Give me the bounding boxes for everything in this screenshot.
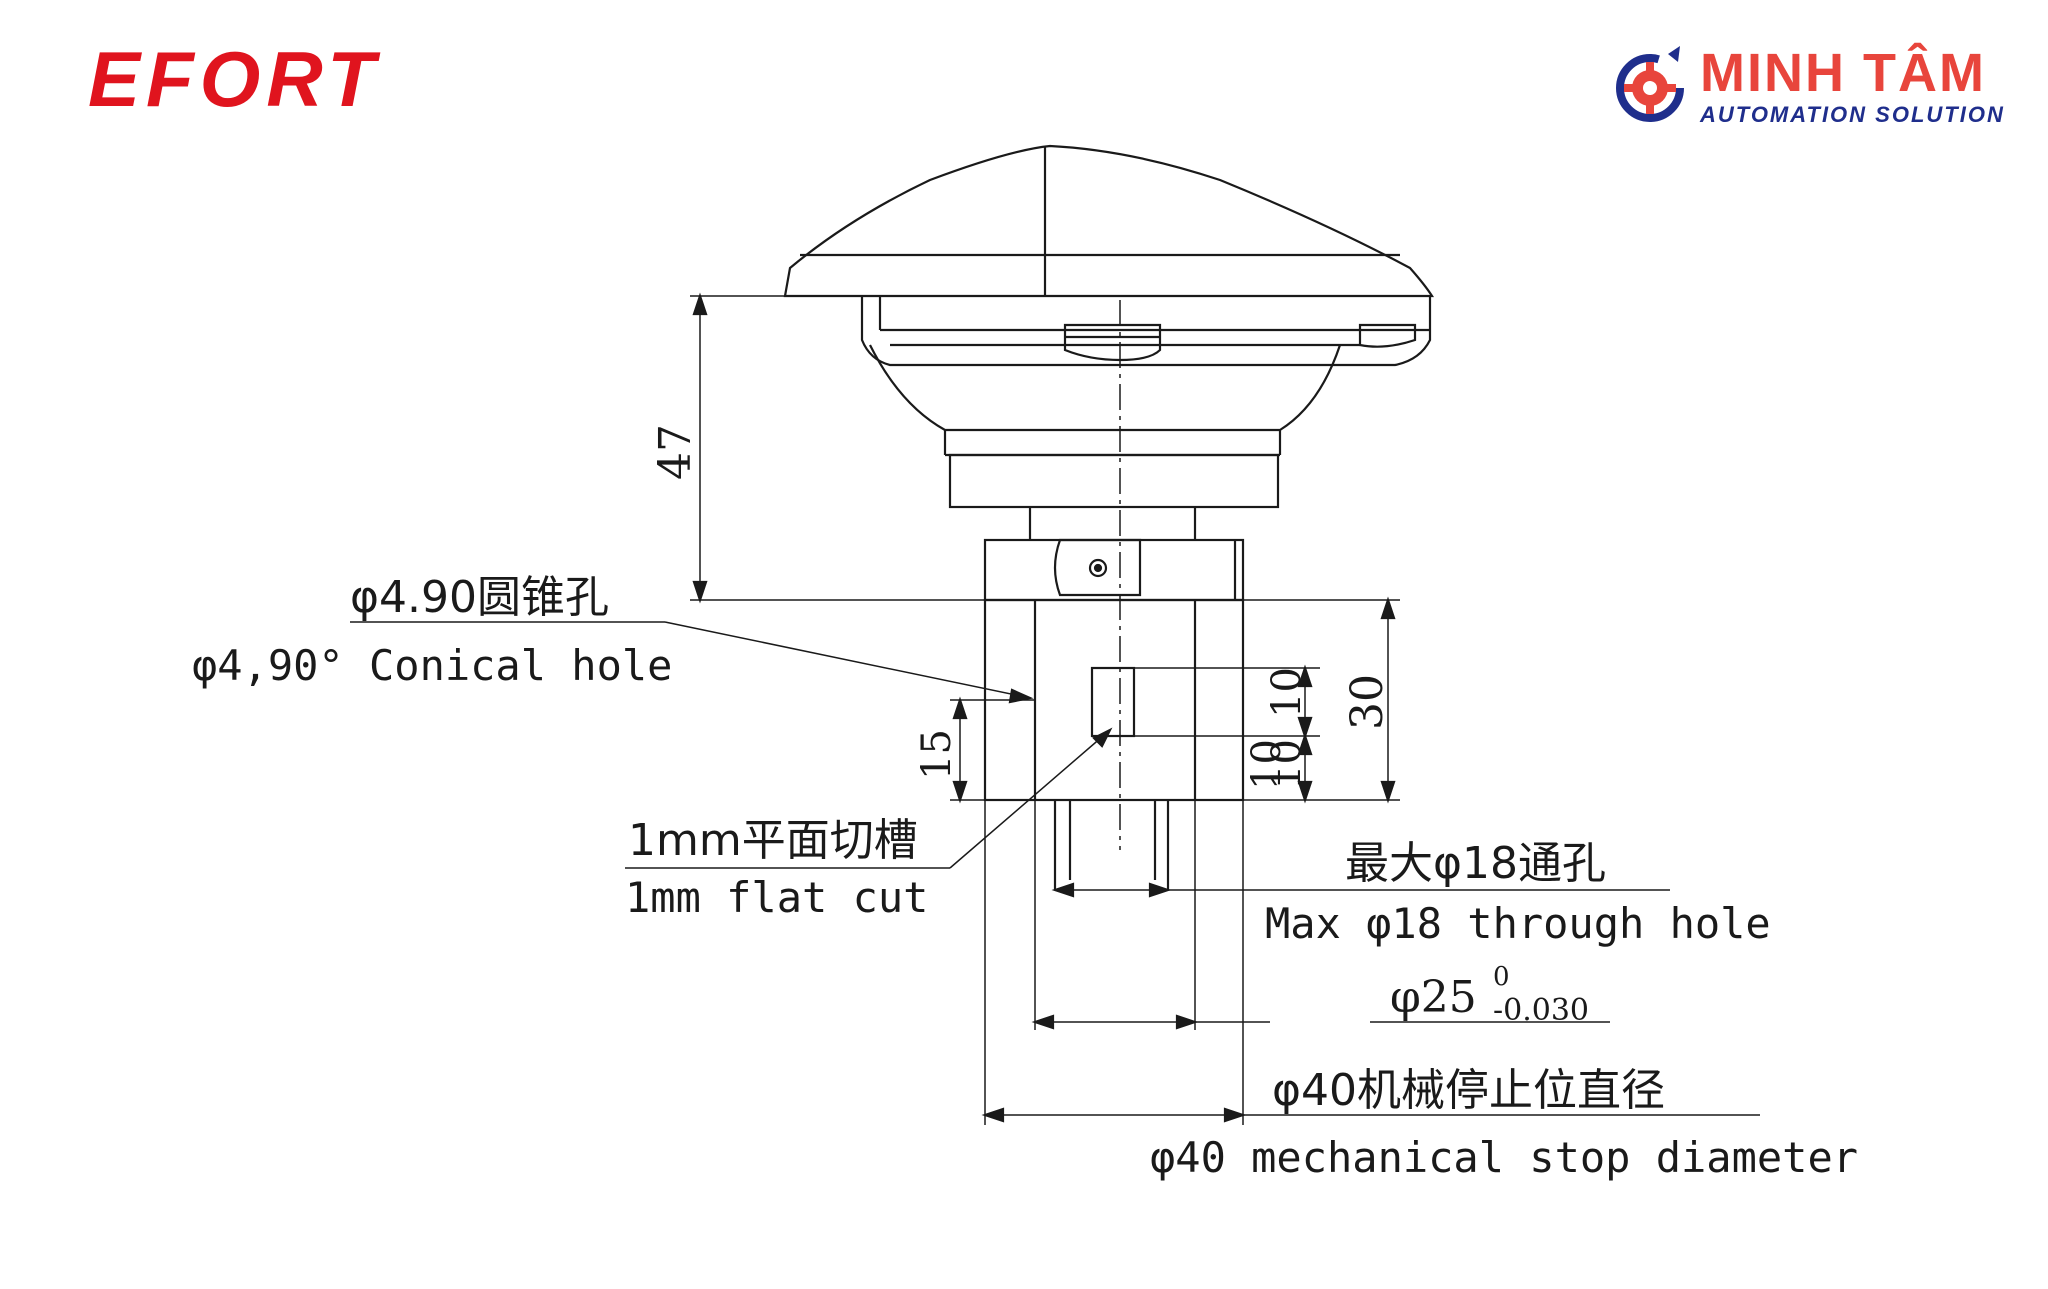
dim-30: 30	[1342, 674, 1393, 730]
label-conical-cn: φ4.90圆锥孔	[350, 572, 609, 623]
efort-logo: EFORT	[88, 35, 381, 123]
minh-tam-logo-name: MINH TÂM	[1700, 43, 1986, 103]
hub-ring	[983, 538, 1245, 602]
dim-15: 15	[914, 729, 960, 780]
right-slot	[1358, 323, 1417, 348]
label-conical-en: φ4,90° Conical hole	[192, 641, 672, 690]
flat-cut-slot	[1090, 666, 1136, 738]
label-through-en: Max φ18 through hole	[1265, 899, 1771, 948]
dim-10a: 10	[1264, 667, 1310, 718]
dim-10b: 10	[1264, 739, 1310, 790]
label-stop-cn: φ40机械停止位直径	[1272, 1065, 1665, 1116]
minh-tam-logo-tagline: AUTOMATION SOLUTION	[1700, 102, 2005, 127]
dim-47: 47	[650, 424, 701, 480]
cap-underside	[860, 296, 1432, 367]
dim-10c: 10	[1244, 739, 1290, 790]
label-stop-en: φ40 mechanical stop diameter	[1150, 1133, 1858, 1182]
label-through-cn: 最大φ18通孔	[1345, 838, 1606, 889]
label-flatcut-cn: 1mm平面切槽	[628, 815, 918, 866]
label-phi25-lower: -0.030	[1493, 993, 1589, 1028]
gear-icon	[1616, 46, 1684, 122]
pin-hole	[1088, 558, 1108, 578]
neck-collar	[948, 453, 1280, 509]
label-phi25: φ25	[1390, 972, 1477, 1023]
dome-outline	[783, 144, 1435, 298]
label-phi25-upper: 0	[1493, 962, 1510, 992]
pin-flat	[1053, 538, 1142, 597]
flared-neck	[869, 344, 1342, 432]
label-flatcut-en: 1mm flat cut	[625, 873, 928, 922]
